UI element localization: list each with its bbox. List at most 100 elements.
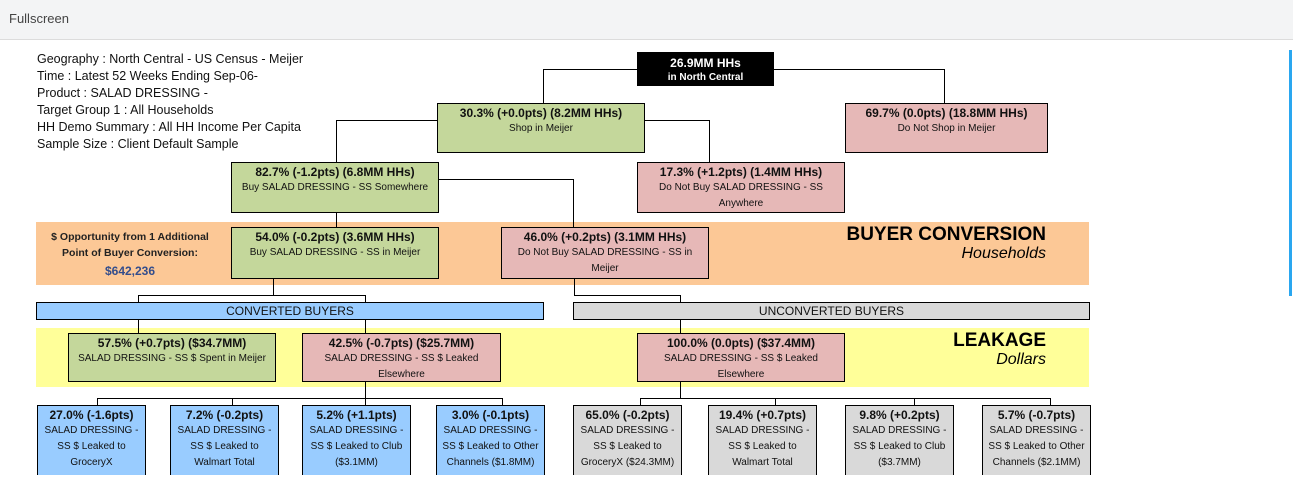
- leak-node[interactable]: 7.2% (-0.2pts) SALAD DRESSING - SS $ Leak…: [170, 405, 279, 475]
- spent-in-meijer-node[interactable]: 57.5% (+0.7pts) ($34.7MM) SALAD DRESSING …: [68, 333, 276, 382]
- node-subtitle: Buy SALAD DRESSING - SS Somewhere: [241, 182, 429, 193]
- not-buy-in-meijer-node[interactable]: 46.0% (+0.2pts) (3.1MM HHs) Do Not Buy SA…: [501, 227, 709, 279]
- leak-node[interactable]: 5.7% (-0.7pts)SALAD DRESSING - SS $ Leak…: [982, 405, 1091, 475]
- node-title: 19.4% (+0.7pts): [718, 408, 807, 422]
- leak-node[interactable]: 65.0% (-0.2pts) SALAD DRESSING - SS $ Lea…: [573, 405, 682, 475]
- connector-line: [774, 69, 944, 70]
- connector-line: [944, 69, 945, 103]
- filter-geography: Geography : North Central - US Census - …: [37, 52, 304, 66]
- node-subtitle: SALAD DRESSING - SS $ Leaked to Club ($3…: [852, 425, 947, 468]
- fullscreen-button[interactable]: Fullscreen: [9, 11, 69, 26]
- opportunity-summary: $ Opportunity from 1 Additional Point of…: [40, 229, 220, 279]
- connector-line: [680, 319, 681, 333]
- connector-line: [138, 295, 365, 296]
- opportunity-value: $642,236: [104, 264, 156, 278]
- leaked-elsewhere-node[interactable]: 42.5% (-0.7pts) ($25.7MM)SALAD DRESSING …: [302, 333, 501, 382]
- connector-line: [365, 319, 366, 333]
- top-bar: Fullscreen: [0, 0, 1293, 40]
- filter-sample-size: Sample Size : Client Default Sample: [37, 137, 239, 151]
- leak-node[interactable]: 27.0% (-1.6pts) SALAD DRESSING - SS $ Lea…: [37, 405, 146, 475]
- not-buy-anywhere-node[interactable]: 17.3% (+1.2pts) (1.4MM HHs) Do Not Buy SA…: [637, 162, 845, 213]
- node-subtitle: SALAD DRESSING - SS $ Leaked to GroceryX: [44, 425, 139, 468]
- connector-line: [543, 69, 637, 70]
- connector-line: [573, 179, 574, 227]
- node-title: 100.0% (0.0pts) ($37.4MM): [666, 336, 816, 350]
- node-subtitle: Do Not Shop in Meijer: [897, 123, 996, 134]
- connector-line: [336, 120, 337, 162]
- node-title: 82.7% (-1.2pts) (6.8MM HHs): [255, 165, 415, 179]
- unconverted-leaked-node[interactable]: 100.0% (0.0pts) ($37.4MM) SALAD DRESSING …: [637, 333, 845, 382]
- connector-line: [365, 295, 366, 302]
- connector-line: [640, 398, 1050, 399]
- connector-line: [574, 279, 575, 295]
- node-subtitle: in North Central: [667, 72, 744, 83]
- node-title: 65.0% (-0.2pts): [585, 408, 670, 422]
- node-subtitle: SALAD DRESSING - SS $ Leaked to GroceryX…: [580, 425, 675, 468]
- not-shop-in-meijer-node[interactable]: 69.7% (0.0pts) (18.8MM HHs)Do Not Shop i…: [845, 103, 1048, 153]
- node-title: 9.8% (+0.2pts): [859, 408, 940, 422]
- buy-somewhere-node[interactable]: 82.7% (-1.2pts) (6.8MM HHs) Buy SALAD DRE…: [231, 162, 439, 213]
- node-title: 46.0% (+0.2pts) (3.1MM HHs): [523, 230, 687, 244]
- connector-line: [438, 179, 573, 180]
- connector-line: [680, 295, 681, 302]
- leak-node[interactable]: 3.0% (-0.1pts) SALAD DRESSING - SS $ Leak…: [436, 405, 545, 475]
- buy-in-meijer-node[interactable]: 54.0% (-0.2pts) (3.6MM HHs) Buy SALAD DRE…: [231, 227, 439, 279]
- node-title: 3.0% (-0.1pts): [451, 408, 530, 422]
- converted-buyers-bar: CONVERTED BUYERS: [36, 302, 544, 320]
- connector-line: [543, 69, 544, 103]
- node-subtitle: SALAD DRESSING - SS $ Leaked to Walmart …: [177, 425, 272, 468]
- connector-line: [914, 398, 915, 405]
- node-title: 54.0% (-0.2pts) (3.6MM HHs): [255, 230, 415, 244]
- connector-line: [97, 398, 502, 399]
- node-subtitle: Do Not Buy SALAD DRESSING - SS in Meijer: [517, 247, 693, 274]
- node-subtitle: SALAD DRESSING - SS $ Leaked to Walmart …: [715, 425, 810, 468]
- scrollbar[interactable]: [1289, 50, 1292, 296]
- node-title: 26.9MM HHs: [670, 56, 741, 70]
- leak-node[interactable]: 5.2% (+1.1pts) SALAD DRESSING - SS $ Leak…: [302, 405, 411, 475]
- section-title: LEAKAGE: [953, 330, 1046, 351]
- node-subtitle: SALAD DRESSING - SS $ Leaked Elsewhere: [324, 353, 479, 380]
- filter-time: Time : Latest 52 Weeks Ending Sep-06-: [37, 69, 258, 83]
- connector-line: [574, 295, 680, 296]
- connector-line: [336, 213, 337, 227]
- root-node[interactable]: 26.9MM HHs in North Central: [637, 52, 774, 86]
- node-title: 27.0% (-1.6pts): [49, 408, 134, 422]
- connector-line: [775, 398, 776, 405]
- connector-line: [97, 398, 98, 405]
- node-title: 30.3% (+0.0pts) (8.2MM HHs): [459, 106, 623, 120]
- connector-line: [709, 120, 710, 162]
- node-subtitle: Shop in Meijer: [509, 123, 573, 134]
- node-subtitle: SALAD DRESSING - SS $ Spent in Meijer: [78, 353, 266, 364]
- connector-line: [336, 120, 437, 121]
- connector-line: [640, 398, 641, 405]
- leak-node[interactable]: 19.4% (+0.7pts) SALAD DRESSING - SS $ Lea…: [708, 405, 817, 475]
- node-title: 17.3% (+1.2pts) (1.4MM HHs): [659, 165, 823, 179]
- leak-node[interactable]: 9.8% (+0.2pts) SALAD DRESSING - SS $ Leak…: [845, 405, 954, 475]
- filter-target-group: Target Group 1 : All Households: [37, 103, 214, 117]
- connector-line: [680, 382, 681, 398]
- filter-product: Product : SALAD DRESSING -: [37, 86, 208, 100]
- connector-line: [273, 279, 274, 295]
- connector-line: [232, 398, 233, 405]
- unconverted-buyers-bar: UNCONVERTED BUYERS: [573, 302, 1090, 320]
- node-title: 5.2% (+1.1pts): [316, 408, 397, 422]
- node-subtitle: Do Not Buy SALAD DRESSING - SS Anywhere: [659, 182, 823, 209]
- filter-hh-demo: HH Demo Summary : All HH Income Per Capi…: [37, 120, 301, 134]
- node-subtitle: SALAD DRESSING - SS $ Leaked to Other Ch…: [442, 425, 539, 468]
- connector-line: [138, 295, 139, 302]
- shop-in-meijer-node[interactable]: 30.3% (+0.0pts) (8.2MM HHs) Shop in Meije…: [437, 103, 645, 153]
- report-filters: Geography : North Central - US Census - …: [37, 51, 303, 153]
- connector-line: [645, 120, 709, 121]
- node-title: 57.5% (+0.7pts) ($34.7MM): [97, 336, 247, 350]
- section-subtitle: Households: [961, 245, 1047, 262]
- node-subtitle: Buy SALAD DRESSING - SS in Meijer: [249, 247, 421, 258]
- node-title: 7.2% (-0.2pts): [185, 408, 264, 422]
- node-subtitle: SALAD DRESSING - SS $ Leaked to Other Ch…: [988, 425, 1085, 468]
- connector-line: [1050, 398, 1051, 405]
- node-subtitle: SALAD DRESSING - SS $ Leaked Elsewhere: [664, 353, 818, 380]
- node-subtitle: SALAD DRESSING - SS $ Leaked to Club ($3…: [309, 425, 404, 468]
- section-subtitle: Dollars: [996, 351, 1046, 368]
- connector-line: [365, 398, 366, 405]
